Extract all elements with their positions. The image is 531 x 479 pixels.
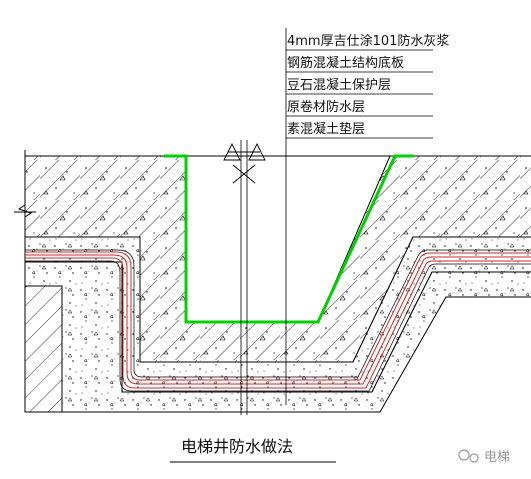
layer-label-boxes	[286, 49, 433, 139]
layer-label-coating: 4mm厚吉仕涂101防水灰浆	[287, 33, 449, 49]
base-block	[24, 285, 63, 413]
pit-centerline	[240, 28, 287, 415]
layer-label-rc-slab: 钢筋混凝土结构底板	[287, 55, 404, 71]
membrane-waterproof-layer	[25, 249, 531, 392]
elevation-marker-icon	[223, 142, 266, 184]
coating-line	[164, 154, 414, 324]
watermark-text: 电梯	[484, 450, 510, 465]
layer-label-protective: 豆石混凝土保护层	[287, 77, 391, 93]
drawing-title: 电梯井防水做法	[181, 437, 293, 456]
break-line-marks	[14, 150, 62, 413]
layer-label-membrane: 原卷材防水层	[287, 99, 365, 115]
watermark-logo-icon	[458, 449, 479, 463]
layer-label-cushion: 素混凝土垫层	[287, 121, 365, 137]
